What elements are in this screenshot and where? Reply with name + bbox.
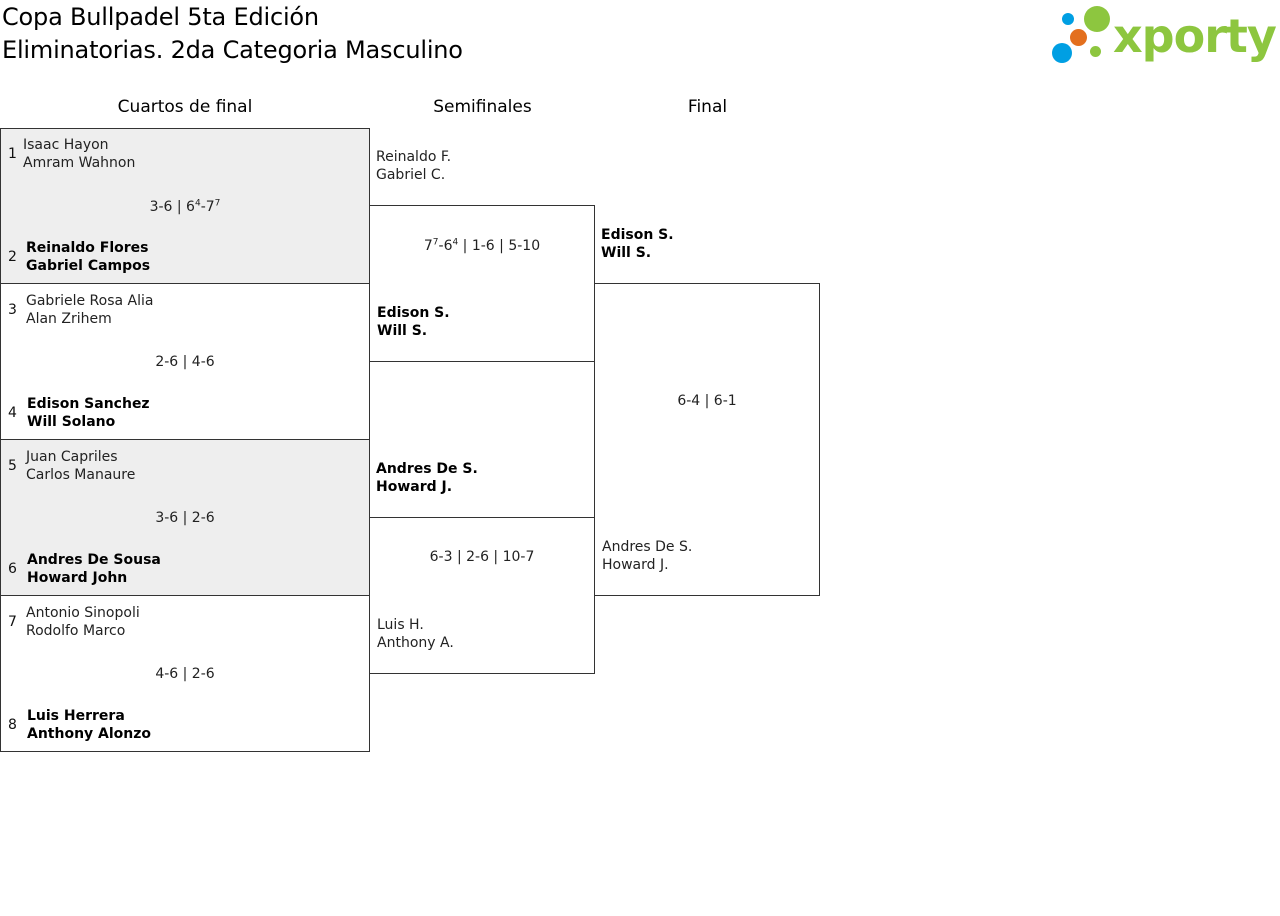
winning-team-name[interactable]: Andres De Sousa Howard John <box>27 551 161 587</box>
player-name: Reinaldo F. <box>376 149 452 165</box>
player-name: Andres De S. <box>602 539 693 555</box>
player-name: Alan Zrihem <box>26 311 112 327</box>
match-score: 3-6 | 64-77 <box>149 198 221 215</box>
player-name: Gabriel Campos <box>26 258 151 274</box>
seed-number: 2 <box>8 249 17 265</box>
seed-number: 5 <box>8 458 17 474</box>
quarterfinal-match-1[interactable]: 1 Isaac Hayon Amram Wahnon 3-6 | 64-77 2… <box>0 128 370 284</box>
player-name: Carlos Manaure <box>26 467 136 483</box>
winning-team-name[interactable]: Andres De S. Howard J. <box>376 460 478 496</box>
player-name: Andres De S. <box>376 461 478 477</box>
tournament-title: Copa Bullpadel 5ta Edición <box>2 3 319 31</box>
player-name: Andres De Sousa <box>27 552 161 568</box>
player-name: Howard J. <box>602 557 669 573</box>
player-name: Rodolfo Marco <box>26 623 126 639</box>
player-name: Reinaldo Flores <box>26 240 149 256</box>
seed-number: 3 <box>8 302 17 318</box>
match-score: 6-3 | 2-6 | 10-7 <box>429 549 535 565</box>
match-score: 2-6 | 4-6 <box>155 354 215 370</box>
seed-number: 6 <box>8 561 17 577</box>
quarterfinal-match-3[interactable]: 5 Juan Capriles Carlos Manaure 3-6 | 2-6… <box>0 439 370 596</box>
team-name[interactable]: Antonio Sinopoli Rodolfo Marco <box>26 604 140 640</box>
quarterfinal-match-2[interactable]: 3 Gabriele Rosa Alia Alan Zrihem 2-6 | 4… <box>0 283 370 440</box>
player-name: Luis H. <box>377 617 424 633</box>
team-name[interactable]: Reinaldo F. Gabriel C. <box>376 148 451 184</box>
winning-team-name[interactable]: Edison Sanchez Will Solano <box>27 395 150 431</box>
team-name[interactable]: Andres De S. Howard J. <box>602 538 692 574</box>
player-name: Gabriel C. <box>376 167 446 183</box>
player-name: Juan Capriles <box>26 449 118 465</box>
player-name: Edison S. <box>601 227 674 243</box>
final-match[interactable]: 6-4 | 6-1 Andres De S. Howard J. <box>594 283 820 596</box>
player-name: Antonio Sinopoli <box>26 605 140 621</box>
semifinal-match-2[interactable]: 6-3 | 2-6 | 10-7 Luis H. Anthony A. <box>369 517 595 674</box>
player-name: Gabriele Rosa Alia <box>26 293 154 309</box>
semifinal-match-1[interactable]: 77-64 | 1-6 | 5-10 Edison S. Will S. <box>369 205 595 362</box>
team-name[interactable]: Juan Capriles Carlos Manaure <box>26 448 135 484</box>
player-name: Howard John <box>27 570 128 586</box>
match-score: 77-64 | 1-6 | 5-10 <box>423 237 541 254</box>
seed-number: 4 <box>8 405 17 421</box>
winning-team-name[interactable]: Edison S. Will S. <box>601 226 674 262</box>
team-name[interactable]: Isaac Hayon Amram Wahnon <box>23 136 135 172</box>
quarterfinal-match-4[interactable]: 7 Antonio Sinopoli Rodolfo Marco 4-6 | 2… <box>0 595 370 752</box>
player-name: Luis Herrera <box>27 708 125 724</box>
round-header-semifinals: Semifinales <box>433 97 532 117</box>
logo-dot-green <box>1084 6 1110 32</box>
logo-dot-green-small <box>1090 46 1101 57</box>
logo-dot-orange <box>1070 29 1087 46</box>
player-name: Will Solano <box>27 414 116 430</box>
round-header-quarterfinals: Cuartos de final <box>117 97 253 117</box>
player-name: Anthony A. <box>377 635 454 651</box>
category-subtitle: Eliminatorias. 2da Categoria Masculino <box>2 36 463 64</box>
logo-dot-blue-bottom <box>1052 43 1072 63</box>
team-name[interactable]: Luis H. Anthony A. <box>377 616 454 652</box>
player-name: Anthony Alonzo <box>27 726 152 742</box>
winning-team-name[interactable]: Luis Herrera Anthony Alonzo <box>27 707 151 743</box>
player-name: Edison S. <box>377 305 450 321</box>
player-name: Will S. <box>377 323 428 339</box>
team-name[interactable]: Gabriele Rosa Alia Alan Zrihem <box>26 292 153 328</box>
logo-dot-blue-top <box>1062 13 1074 25</box>
seed-number: 7 <box>8 614 17 630</box>
round-header-final: Final <box>687 97 728 117</box>
winning-team-name[interactable]: Edison S. Will S. <box>377 304 450 340</box>
seed-number: 1 <box>8 146 17 162</box>
player-name: Howard J. <box>376 479 453 495</box>
logo-wordmark: xporty <box>1113 9 1277 63</box>
match-score: 6-4 | 6-1 <box>677 393 737 409</box>
player-name: Isaac Hayon <box>23 137 109 153</box>
match-score: 4-6 | 2-6 <box>155 666 215 682</box>
player-name: Amram Wahnon <box>23 155 136 171</box>
seed-number: 8 <box>8 717 17 733</box>
winning-team-name[interactable]: Reinaldo Flores Gabriel Campos <box>26 239 150 275</box>
match-score: 3-6 | 2-6 <box>155 510 215 526</box>
player-name: Will S. <box>601 245 652 261</box>
player-name: Edison Sanchez <box>27 396 150 412</box>
xporty-logo[interactable]: xporty <box>1050 4 1277 68</box>
